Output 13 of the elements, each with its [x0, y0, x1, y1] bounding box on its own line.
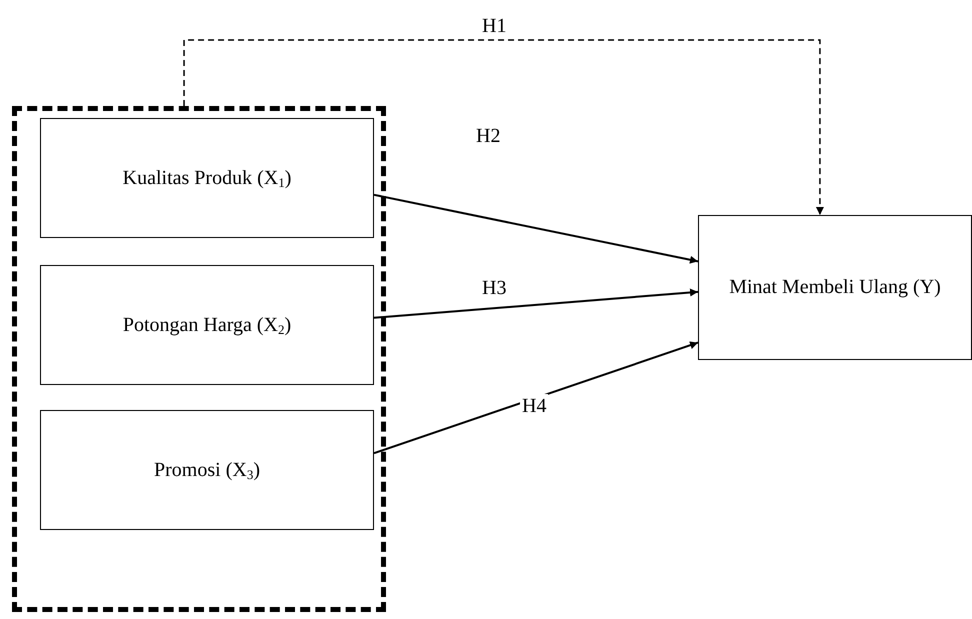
group-dashed-box [12, 106, 386, 612]
variable-box [698, 215, 972, 360]
arrow [374, 194, 698, 264]
variable-box [40, 410, 374, 530]
arrow [374, 288, 698, 319]
arrow [374, 341, 698, 454]
arrow [183, 39, 824, 215]
node-label: Potongan Harga (X$_{2}$) [122, 312, 292, 338]
variable-box [40, 118, 374, 238]
node-label: Minat Membeli Ulang (Y) [729, 275, 941, 300]
node-label: Kualitas Produk (X$_{1}$) [122, 166, 292, 192]
node-label: Promosi (X$_{3}$) [154, 458, 260, 484]
variable-box [40, 265, 374, 385]
